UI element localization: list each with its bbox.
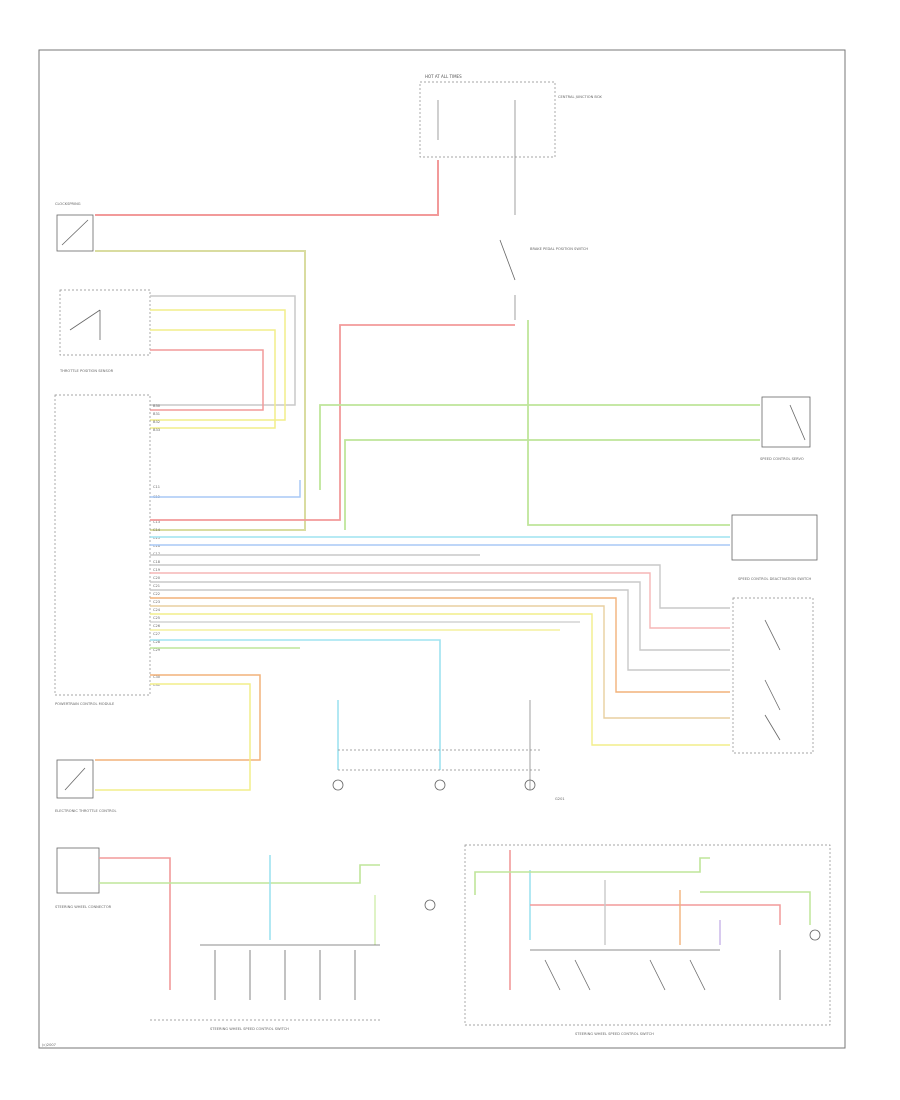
clockspring: CLOCKSPRING <box>55 202 94 252</box>
wire-bundle-2 <box>150 572 730 629</box>
pcm-pin-21: C28 <box>153 640 161 644</box>
wire-bundle-7 <box>150 613 730 746</box>
wire-green-steering <box>99 864 380 884</box>
pcm-pin-17: C24 <box>153 608 161 612</box>
hot-at-all-times-label: HOT AT ALL TIMES <box>425 74 462 79</box>
pcm-label: POWERTRAIN CONTROL MODULE <box>55 702 115 706</box>
pcm-pin-19: C26 <box>153 624 161 628</box>
wire-yel-lower <box>95 683 251 791</box>
junction-box-label: CENTRAL JUNCTION BOX <box>558 95 602 99</box>
wire-green-brake <box>527 320 730 526</box>
steering-switch-right: STEERING WHEEL SPEED CONTROL SWITCH <box>464 844 831 1036</box>
pcm-pin-2: B32 <box>153 420 160 424</box>
pcm-pin-12: C19 <box>153 568 161 572</box>
deactivation-switch-label: SPEED CONTROL DEACTIVATION SWITCH <box>738 577 811 581</box>
pcm-pin-15: C22 <box>153 592 160 596</box>
pcm-pin-11: C18 <box>153 560 161 564</box>
brake-switch-label: BRAKE PEDAL POSITION SWITCH <box>530 247 588 251</box>
ground-label-right: G201 <box>555 797 565 801</box>
steering-switch-left: STEERING WHEEL SPEED CONTROL SWITCH <box>150 899 436 1031</box>
pcm-pin-23: C30 <box>153 675 161 679</box>
throttle-position-sensor: THROTTLE POSITION SENSOR <box>59 289 151 373</box>
clockspring-label: CLOCKSPRING <box>55 202 81 206</box>
wire-green-servo-1 <box>319 404 760 490</box>
diagram-border <box>38 49 846 1049</box>
pcm-pin-1: B31 <box>153 412 160 416</box>
wire-pink-steering <box>99 857 171 990</box>
steering-connector-label: STEERING WHEEL CONNECTOR <box>55 905 112 909</box>
wire-bundle-3 <box>150 581 730 651</box>
powertrain-control-module: POWERTRAIN CONTROL MODULE B30 B31 B32 B3… <box>54 394 161 706</box>
wire-tps-1 <box>150 295 296 406</box>
wire-red-pcm-brake <box>150 324 515 521</box>
wire-cyan-down <box>150 639 441 770</box>
servo-label: SPEED CONTROL SERVO <box>760 457 804 461</box>
deactivation-switch: SPEED CONTROL DEACTIVATION SWITCH <box>731 514 818 581</box>
tps-label: THROTTLE POSITION SENSOR <box>59 369 114 373</box>
steering-switch-left-label: STEERING WHEEL SPEED CONTROL SWITCH <box>210 1027 289 1031</box>
wire-red-top <box>95 160 439 216</box>
wire-bundle-6 <box>150 605 730 719</box>
steering-wheel-connector: STEERING WHEEL CONNECTOR <box>55 847 112 909</box>
steering-switch-right-label: STEERING WHEEL SPEED CONTROL SWITCH <box>575 1032 654 1036</box>
pcm-pin-8: C15 <box>153 536 160 540</box>
pcm-pin-3: B33 <box>153 428 160 432</box>
wire-tps-2 <box>150 309 286 421</box>
pcm-pin-20: C27 <box>153 632 160 636</box>
footer-code: (c)2007 <box>42 1043 56 1047</box>
wire-gray-clockspring <box>95 250 306 531</box>
wire-bundle-1 <box>150 564 730 609</box>
central-junction-box: HOT AT ALL TIMES CENTRAL JUNCTION BOX <box>419 74 602 175</box>
electronic-throttle-label: ELECTRONIC THROTTLE CONTROL <box>55 809 117 813</box>
wire-tps-3 <box>150 329 276 429</box>
speed-control-servo: SPEED CONTROL SERVO <box>760 396 811 461</box>
wire-bundle-5 <box>150 597 730 693</box>
pcm-pin-24: C31 <box>153 683 160 687</box>
right-switch-module <box>732 597 814 754</box>
pcm-pin-22: C29 <box>153 648 161 652</box>
pcm-pin-14: C21 <box>153 584 160 588</box>
pcm-pin-6: C13 <box>153 520 160 524</box>
wire-tan-lower <box>95 674 261 761</box>
middle-splice: G201 <box>332 700 565 801</box>
pcm-pin-4: C11 <box>153 485 160 489</box>
pcm-pin-7: C14 <box>153 528 161 532</box>
pcm-pin-10: C17 <box>153 552 160 556</box>
electronic-throttle: ELECTRONIC THROTTLE CONTROL <box>55 759 117 813</box>
wire-green-servo-2 <box>344 439 760 530</box>
wire-bundle-4 <box>150 589 730 671</box>
wire-blue-pcm <box>150 480 301 498</box>
pcm-pin-18: C25 <box>153 616 160 620</box>
pcm-pin-9: C16 <box>153 544 161 548</box>
brake-pedal-position-switch: BRAKE PEDAL POSITION SWITCH <box>499 175 588 320</box>
wire-tps-4 <box>150 349 264 411</box>
pcm-pin-0: B30 <box>153 404 161 408</box>
pcm-pin-16: C23 <box>153 600 160 604</box>
pcm-pin-13: C20 <box>153 576 161 580</box>
